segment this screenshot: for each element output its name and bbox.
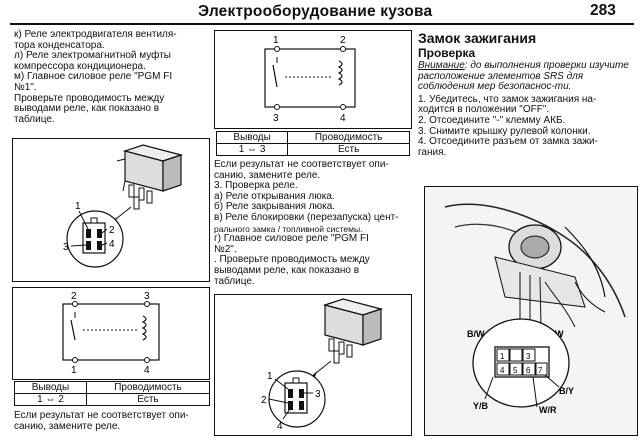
pin-label: 3 [63,242,69,253]
cell-label: 7 [538,366,543,375]
table-header-cell: Проводимость [287,131,410,144]
subsection-title: Проверка [418,46,476,60]
cell-label: 3 [526,352,531,361]
text-line: б) Реле закрывания люка. [214,201,336,213]
continuity-table-2: Выводы Проводимость 1 ⇔ 3 Есть [215,131,410,156]
wire-label: W/R [539,405,557,415]
table-cell: 1 ⇔ 2 [14,393,87,406]
wire-label: W [555,329,564,339]
pin-label: 2 [340,35,346,46]
pin-label: 4 [277,421,283,432]
text-line: . Проверьте проводимость между [214,254,370,266]
pin-label: 4 [109,239,115,250]
text-line: санию, замените реле. [214,169,321,181]
note-label: Внимание [418,60,465,71]
step-line: 4. Отсоедините разъем от замка зажи- [418,136,598,148]
step-line: 3. Снимите крышку рулевой колонки. [418,125,591,137]
pin-label: 1 [273,35,279,46]
text-line: тора конденсатора. [14,39,105,51]
cell-label: 4 [500,366,505,375]
step-line: гания. [418,146,447,158]
cell-label: 5 [513,366,518,375]
col3: Замок зажигания Проверка Внимание: до вы… [418,30,640,158]
step-line: ходится в положении "OFF". [418,104,550,116]
cell-label: 6 [526,366,531,375]
text-line: 3. Проверка реле. [214,180,298,192]
circuit-drawing-2: 1 2 3 4 [264,35,356,124]
pin-label: 1 [267,371,273,382]
circuit-figure-1: 2 3 1 4 [12,287,210,380]
step-line: 2. Отсоедините "-" клемму АКБ. [418,114,566,126]
table-row: 1 ⇔ 3 Есть [215,143,410,156]
page-title: Электрооборудование кузова [198,3,433,20]
page-number: 283 [590,2,616,19]
steps: 1. Убедитесь, что замок зажигания на- хо… [418,93,640,159]
relay-drawing-1: 1 2 3 4 [63,144,184,268]
text-line: санию, замените реле. [14,420,121,432]
table-row: 1 ⇔ 2 Есть [14,393,211,406]
text-line: Проверьте проводимость между [14,92,165,104]
ignition-switch-drawing: B/W W 1 3 4 5 6 7 B/Y Y/B W/R [425,187,637,435]
table-header-row: Выводы Проводимость [14,381,211,394]
circuit-figure-2: 1 2 3 4 [214,30,412,129]
note-text: : до выполнения проверки изучите располо… [418,60,629,93]
table-header-cell: Проводимость [85,381,211,394]
text-line: таблице. [214,275,255,287]
relay-drawing-2: 1 3 2 4 [261,298,384,432]
text-line: таблице. [14,113,55,125]
pin-label: 3 [144,291,150,302]
header-rule [10,23,634,25]
warning-note: Внимание: до выполнения проверки изучите… [418,60,640,93]
pin-label: 3 [315,389,321,400]
wire-label: Y/B [473,401,489,411]
relay-figure-2: 1 3 2 4 [214,294,412,436]
text-line: л) Реле электромагнитной муфты [14,50,171,62]
pin-label: 1 [71,365,77,376]
text-line: к) Реле электродвигателя вентиля- [14,29,177,40]
text-line: №1". [14,81,37,93]
col2-text: Если результат не соответствует опи- сан… [214,159,414,287]
pin-label: 4 [144,365,150,376]
text-line: №2". [214,243,237,255]
continuity-table-1: Выводы Проводимость 1 ⇔ 2 Есть [14,381,211,406]
text-line: Если результат не соответствует опи- [14,410,189,421]
text-line: Если результат не соответствует опи- [214,159,389,170]
circuit-drawing-1: 2 3 1 4 [62,291,160,376]
section-title: Замок зажигания [418,30,537,46]
table-cell: Есть [287,143,410,156]
text-line: а) Реле открывания люка. [214,190,335,202]
text-line: г) Главное силовое реле "PGM FI [214,233,369,245]
pin-label: 3 [273,113,279,124]
table-cell: 1 ⇔ 3 [215,143,289,156]
col1-text: к) Реле электродвигателя вентиля- тора к… [14,29,210,125]
cell-label: 1 [500,352,505,361]
wire-label: B/Y [559,386,574,396]
text-line: компрессора кондиционера. [14,60,146,72]
pin-label: 1 [75,201,81,212]
table-cell: Есть [85,393,211,406]
step-line: 1. Убедитесь, что замок зажигания на- [418,93,597,105]
table-header-cell: Выводы [14,381,87,394]
wire-label: B/W [467,329,485,339]
bottom-note: Если результат не соответствует опи- сан… [14,410,214,432]
table-header-row: Выводы Проводимость [215,131,410,144]
text-line: м) Главное силовое реле "PGM FI [14,71,173,83]
pin-label: 2 [261,395,267,406]
pin-label: 4 [340,113,346,124]
relay-figure-1: 1 2 3 4 [12,138,210,282]
text-line: выводами реле, как показано в [214,264,360,276]
table-header-cell: Выводы [215,131,289,144]
pin-label: 2 [109,225,115,236]
pin-label: 2 [71,291,77,302]
ignition-switch-figure: B/W W 1 3 4 5 6 7 B/Y Y/B W/R [424,186,638,436]
text-line: рального замка / топливной системы. [214,223,363,234]
text-line: в) Реле блокировки (перезапуска) цент- [214,211,399,223]
text-line: выводами реле, как показано в [14,103,160,115]
